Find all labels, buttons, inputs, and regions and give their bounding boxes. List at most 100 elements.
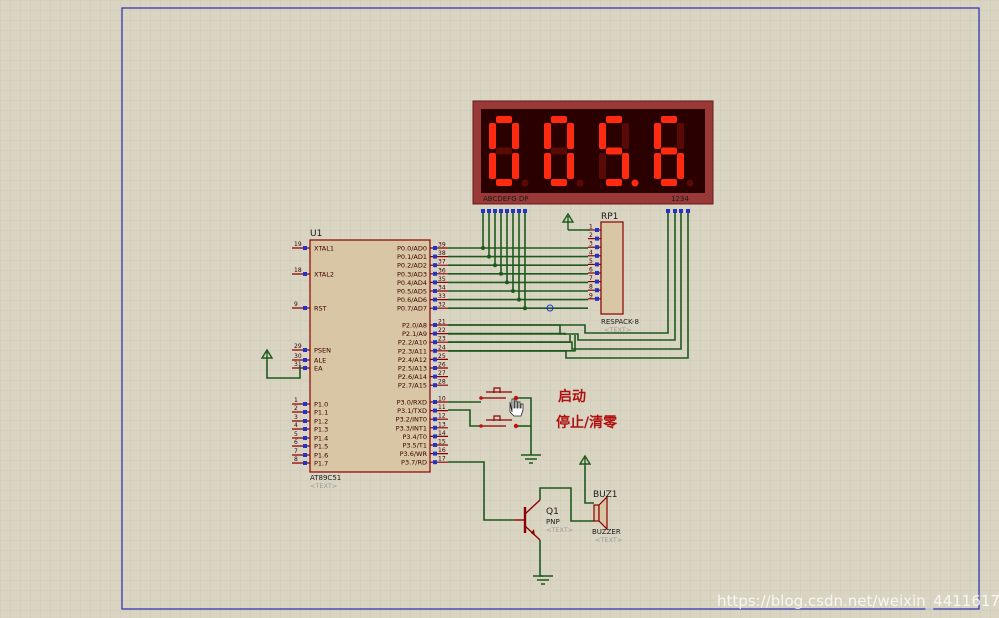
stop-clear-button[interactable]: [479, 415, 519, 429]
svg-text:P3.4/T0: P3.4/T0: [402, 433, 427, 441]
segment-e: [654, 153, 661, 179]
svg-text:P3.2/INT0: P3.2/INT0: [396, 416, 427, 424]
segment-f: [489, 123, 496, 149]
mcu-pin-p3-7-rd: 17 P3.7/RD: [401, 456, 448, 467]
ground-transistor: [533, 575, 553, 585]
svg-text:P3.0/RXD: P3.0/RXD: [397, 399, 427, 407]
segment-b: [677, 123, 684, 149]
svg-text:PSEN: PSEN: [314, 347, 331, 355]
segment-f: [544, 123, 551, 149]
svg-text:1: 1: [294, 397, 298, 404]
segment-e: [544, 153, 551, 179]
segment-f: [654, 123, 661, 149]
svg-text:22: 22: [438, 327, 446, 334]
svg-text:P0.4/AD4: P0.4/AD4: [397, 279, 427, 287]
svg-text:P3.7/RD: P3.7/RD: [401, 459, 427, 467]
svg-text:P3.5/T1: P3.5/T1: [402, 442, 427, 450]
mcu-pin-p3-0-rxd: 10 P3.0/RXD: [397, 396, 448, 407]
segment-g: [551, 147, 567, 155]
svg-text:2: 2: [294, 405, 298, 412]
svg-text:26: 26: [438, 362, 446, 369]
svg-text:P1.2: P1.2: [314, 418, 328, 426]
svg-text:27: 27: [438, 370, 446, 377]
seven-segment-display[interactable]: ABCDEFG DP 1234: [472, 100, 714, 205]
rpack-pin-5: 5: [588, 258, 601, 267]
rpack-pin-9: 9: [588, 292, 601, 301]
rpack-pin-2: 2: [588, 232, 601, 241]
svg-text:P0.3/AD3: P0.3/AD3: [397, 270, 427, 278]
svg-text:4: 4: [294, 422, 298, 429]
digit-3: [599, 116, 639, 187]
svg-text:P0.1/AD1: P0.1/AD1: [397, 253, 427, 261]
sheet-border: [121, 7, 980, 610]
svg-text:P0.5/AD5: P0.5/AD5: [397, 288, 427, 296]
svg-text:25: 25: [438, 353, 446, 360]
segment-label: ABCDEFG DP: [483, 195, 528, 203]
svg-text:9: 9: [589, 292, 593, 299]
segment-c: [622, 153, 629, 179]
decimal-point: [686, 179, 694, 187]
svg-text:17: 17: [438, 456, 446, 463]
svg-text:23: 23: [438, 336, 446, 343]
mcu-ref: U1: [310, 229, 322, 239]
transistor-part: PNP: [546, 518, 560, 526]
svg-text:11: 11: [438, 404, 446, 411]
power-terminal-ea: [260, 348, 301, 379]
svg-text:13: 13: [438, 421, 446, 428]
transistor-ref: Q1: [546, 507, 559, 517]
transistor-q1[interactable]: Q1 PNP <TEXT>: [514, 499, 573, 541]
svg-text:21: 21: [438, 319, 446, 326]
svg-text:P0.2/AD2: P0.2/AD2: [397, 262, 427, 270]
rpack-part: RESPACK-8: [601, 318, 639, 326]
svg-text:P3.6/WR: P3.6/WR: [400, 450, 428, 458]
digit-label: 1234: [671, 195, 689, 203]
rpack-pin-6: 6: [588, 267, 601, 275]
svg-text:P1.6: P1.6: [314, 452, 328, 460]
mcu-pin-p2-5-a13: 26 P2.5/A13: [398, 362, 448, 373]
rpack-pin-1: 1: [588, 224, 601, 232]
svg-text:10: 10: [438, 396, 446, 403]
svg-text:29: 29: [294, 343, 302, 350]
svg-text:P2.5/A13: P2.5/A13: [398, 365, 427, 373]
svg-text:XTAL2: XTAL2: [314, 271, 334, 279]
start-button[interactable]: [479, 387, 519, 401]
svg-text:9: 9: [294, 301, 298, 308]
ground-buttons: [521, 454, 541, 464]
buzzer-ref: BUZ1: [593, 490, 618, 500]
svg-text:2: 2: [589, 232, 593, 239]
svg-text:P2.2/A10: P2.2/A10: [398, 339, 427, 347]
segment-c: [677, 153, 684, 179]
digit-1: [489, 116, 529, 187]
svg-text:ALE: ALE: [314, 357, 326, 365]
svg-text:P1.3: P1.3: [314, 426, 328, 434]
rpack-pin-8: 8: [588, 284, 601, 293]
svg-text:XTAL1: XTAL1: [314, 245, 334, 253]
mcu-text: <TEXT>: [310, 482, 337, 490]
svg-text:7: 7: [294, 448, 298, 455]
buzzer-buz1[interactable]: BUZ1 BUZZER <TEXT>: [592, 490, 622, 544]
svg-text:3: 3: [589, 241, 593, 248]
segment-b: [567, 123, 574, 149]
buzzer-part: BUZZER: [592, 528, 621, 536]
